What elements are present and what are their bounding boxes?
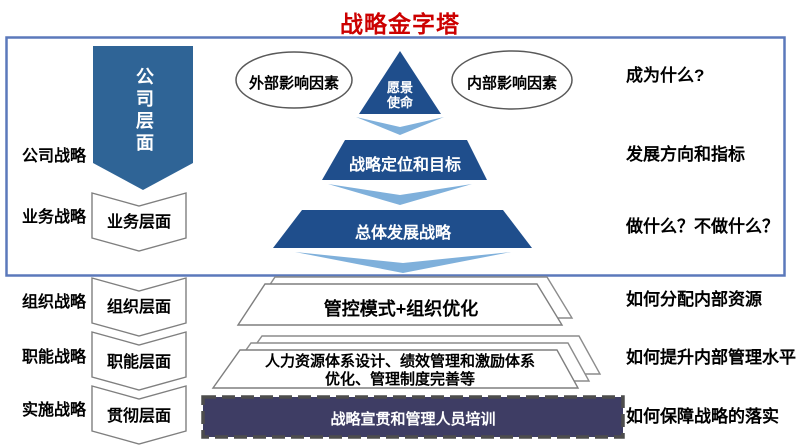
external-influence-label: 外部影响因素 [248, 75, 339, 92]
function-card-line1: 人力资源体系设计、绩效管理和激励体系 [264, 353, 535, 370]
organization-level-chevron-shape [91, 277, 187, 337]
label-function-strategy: 职能战略 [21, 349, 86, 366]
function-level-label: 职能层面 [106, 354, 171, 371]
pyramid-arrow-1 [356, 117, 444, 135]
pyramid-vision-mission-label: 愿景 使命 [370, 80, 430, 110]
function-level-chevron-shape [91, 331, 187, 391]
page-title: 战略金字塔 [340, 11, 460, 37]
organization-card-label: 管控模式+组织优化 [323, 299, 479, 319]
frame-box [5, 36, 786, 277]
business-level-chevron-shape [91, 192, 187, 252]
pyramid-arrow-3 [295, 252, 511, 273]
company-level-banner-label: 公司层面 [134, 67, 154, 155]
organization-card-front [236, 283, 564, 326]
business-level-label: 业务层面 [106, 214, 171, 231]
mission-line: 使命 [386, 95, 413, 110]
pyramid-overall-strategy-label: 总体发展战略 [354, 225, 451, 242]
pyramid-middle-trapezoid [322, 140, 487, 180]
function-card-line2: 优化、管理制度完善等 [324, 371, 475, 388]
implementation-box-label: 战略宣贯和管理人员培训 [330, 411, 496, 428]
implementation-level-label: 贯彻层面 [106, 408, 171, 425]
annotation-ensure-implementation: 如何保障战略的落实 [626, 407, 779, 426]
pyramid-arrow-2 [328, 184, 472, 205]
function-card-stack [211, 335, 602, 389]
label-organization-strategy: 组织战略 [21, 294, 86, 311]
implementation-level-chevron-shape [91, 385, 187, 445]
organization-card-stack [236, 276, 574, 326]
annotation-allocate-resources: 如何分配内部资源 [626, 290, 762, 309]
function-card-label: 人力资源体系设计、绩效管理和激励体系 优化、管理制度完善等 [235, 353, 565, 389]
annotation-become-what: 成为什么? [626, 66, 705, 85]
company-level-banner-shape [93, 46, 193, 190]
external-influence-ellipse [235, 51, 353, 109]
function-card-front [211, 349, 580, 389]
annotation-direction-indicators: 发展方向和指标 [626, 145, 745, 164]
vision-line: 愿景 [386, 80, 413, 95]
organization-level-label: 组织层面 [106, 299, 171, 316]
internal-influence-ellipse [451, 50, 573, 110]
label-business-strategy: 业务战略 [21, 209, 86, 226]
annotation-improve-management: 如何提升内部管理水平 [626, 348, 796, 367]
pyramid-positioning-goals-label: 战略定位和目标 [348, 157, 461, 174]
implementation-box [201, 395, 625, 439]
label-company-strategy: 公司战略 [21, 148, 86, 165]
pyramid-top-triangle [359, 51, 441, 114]
internal-influence-label: 内部影响因素 [466, 75, 557, 92]
pyramid-bottom-trapezoid [273, 210, 532, 248]
label-implementation-strategy: 实施战略 [21, 402, 86, 419]
annotation-do-what: 做什么？不做什么？ [626, 217, 779, 236]
